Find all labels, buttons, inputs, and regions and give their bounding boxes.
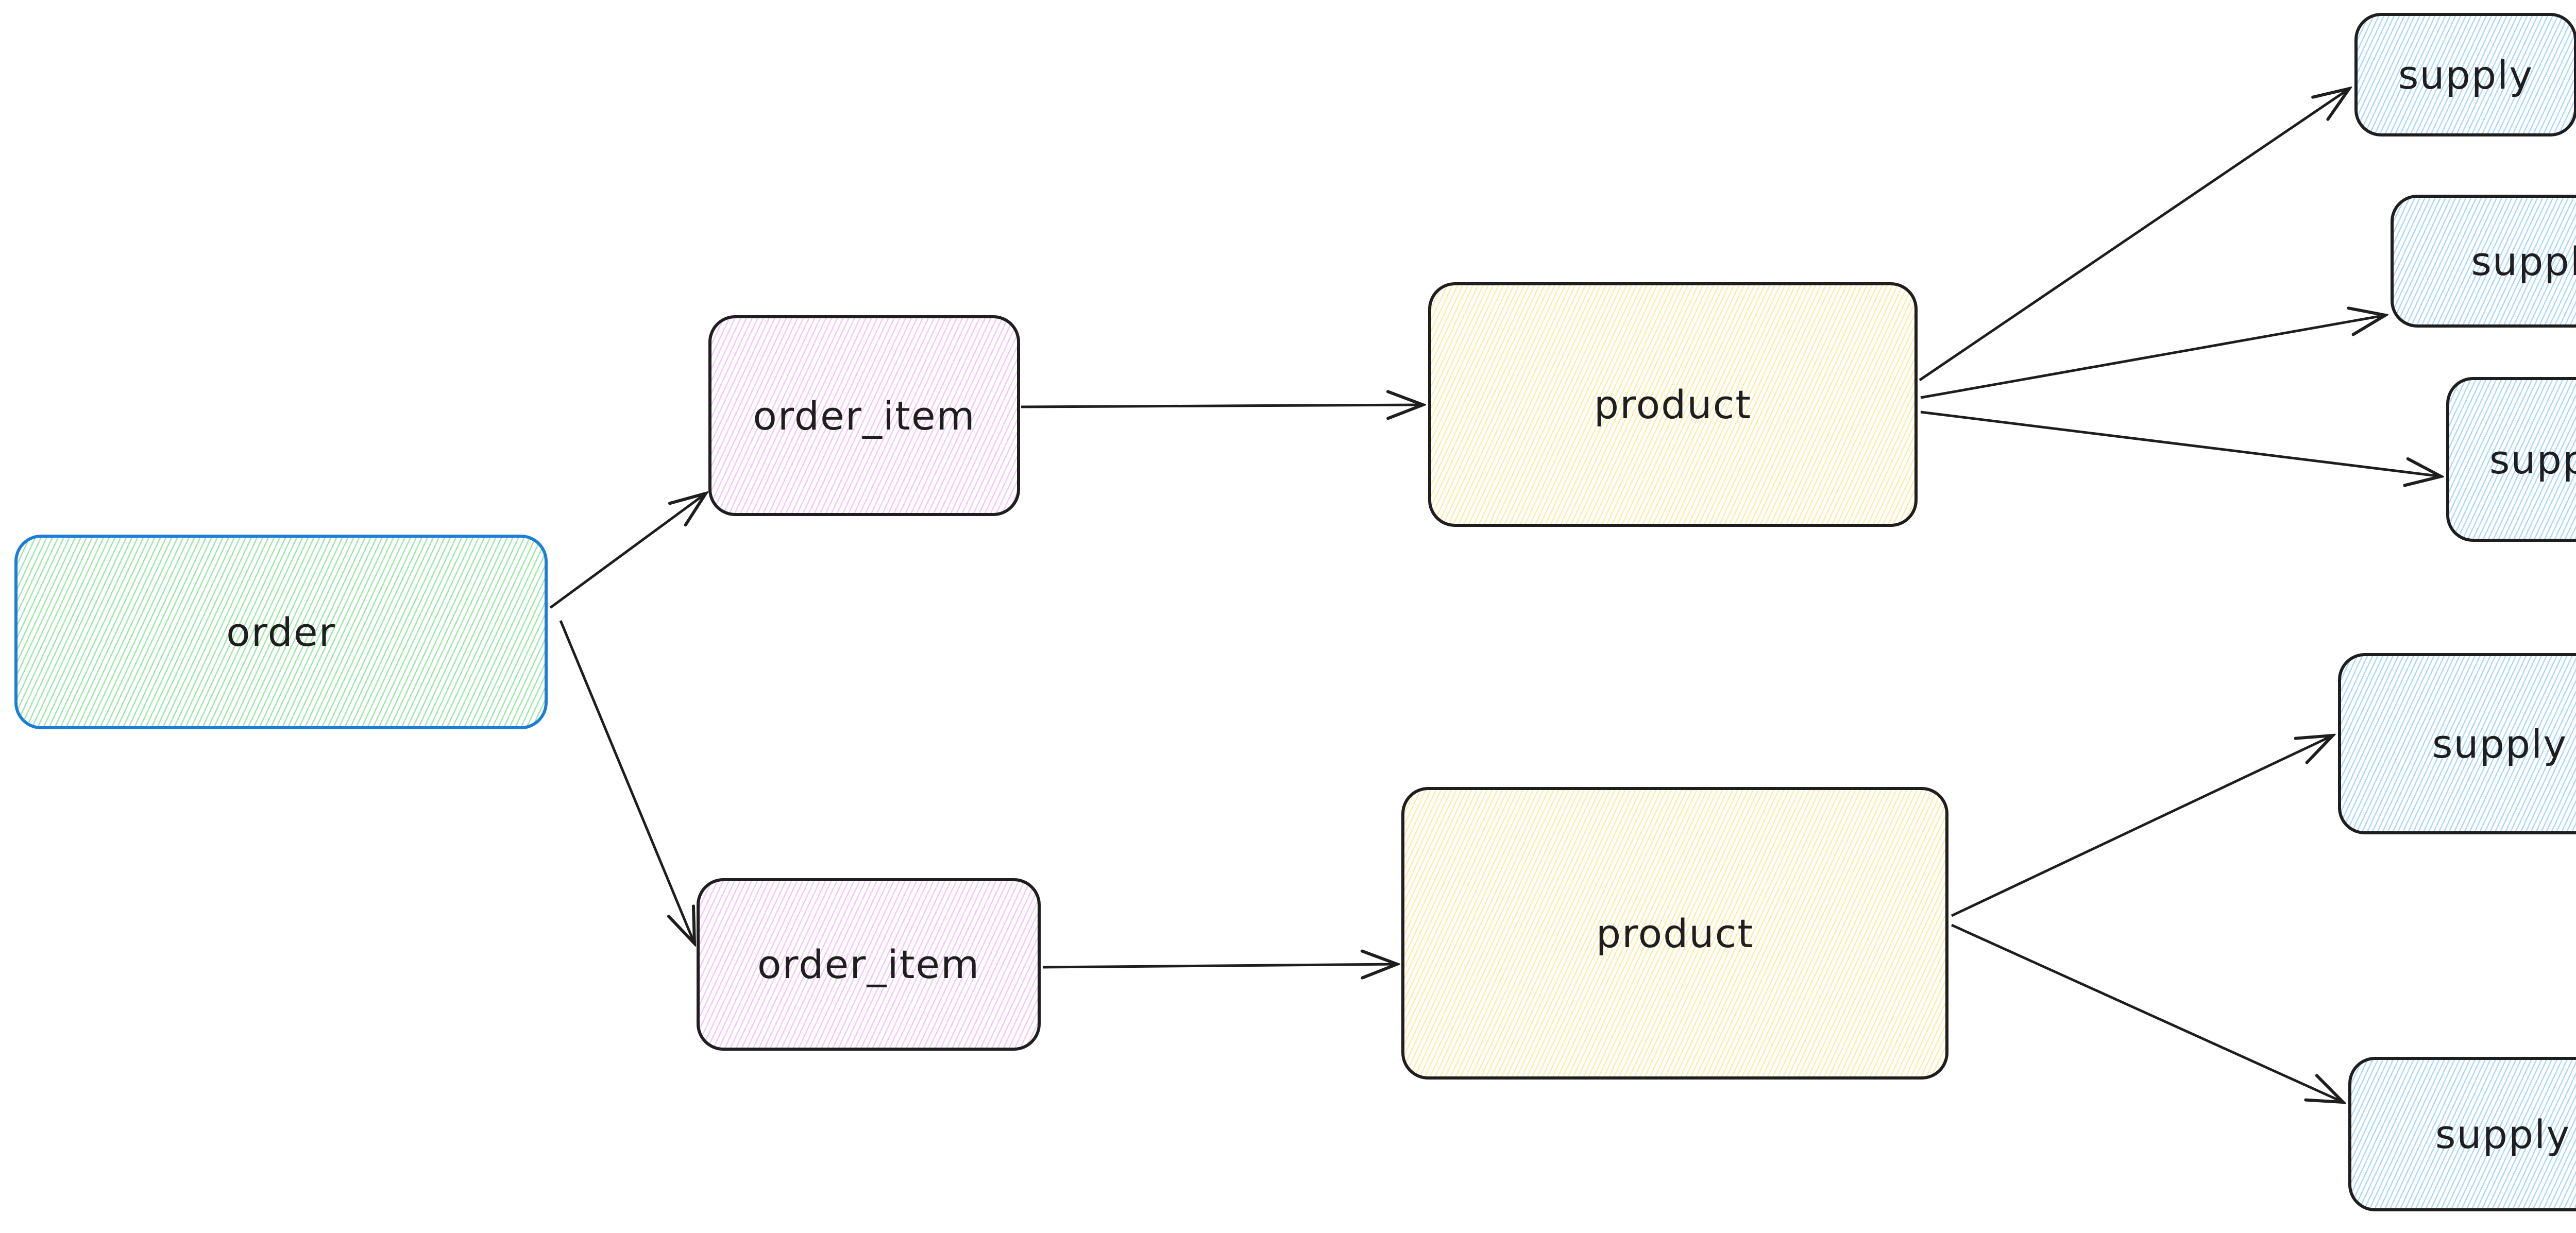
node-supply-bottom-1[interactable]: supply <box>2338 653 2576 834</box>
node-product-top[interactable]: product <box>1428 282 1918 527</box>
node-order-item-top-label: order_item <box>753 392 976 439</box>
node-order-item-bottom[interactable]: order_item <box>697 878 1041 1051</box>
edge-order-item-bottom-to-product-bottom[interactable] <box>1042 964 1397 967</box>
node-supply-top-3-label: supply <box>2489 436 2576 483</box>
edge-product-bottom-to-supply-4[interactable] <box>1951 735 2333 917</box>
node-product-bottom-label: product <box>1596 910 1754 956</box>
node-supply-top-1[interactable]: supply <box>2354 13 2576 136</box>
edge-order-to-order-item-top[interactable] <box>549 493 706 609</box>
node-order[interactable]: order <box>14 535 548 729</box>
edge-order-to-order-item-bottom[interactable] <box>559 620 694 944</box>
edge-order-item-top-to-product-top[interactable] <box>1021 405 1423 407</box>
node-supply-top-2[interactable]: supply <box>2391 195 2576 328</box>
node-supply-bottom-2-label: supply <box>2435 1111 2571 1157</box>
node-product-top-label: product <box>1594 382 1752 427</box>
node-product-bottom[interactable]: product <box>1401 787 1948 1080</box>
node-order-item-top[interactable]: order_item <box>708 315 1020 516</box>
edge-product-top-to-supply-2[interactable] <box>1920 315 2385 399</box>
node-supply-top-3[interactable]: supply <box>2446 377 2576 542</box>
edge-product-top-to-supply-3[interactable] <box>1920 410 2441 476</box>
node-supply-top-2-label: supply <box>2471 238 2576 284</box>
node-supply-bottom-1-label: supply <box>2432 721 2568 767</box>
node-order-item-bottom-label: order_item <box>757 941 980 987</box>
edge-product-bottom-to-supply-5[interactable] <box>1951 923 2343 1102</box>
edge-product-top-to-supply-1[interactable] <box>1919 89 2349 382</box>
node-order-label: order <box>226 609 336 655</box>
node-supply-bottom-2[interactable]: supply <box>2348 1057 2576 1211</box>
node-supply-top-1-label: supply <box>2398 52 2534 98</box>
